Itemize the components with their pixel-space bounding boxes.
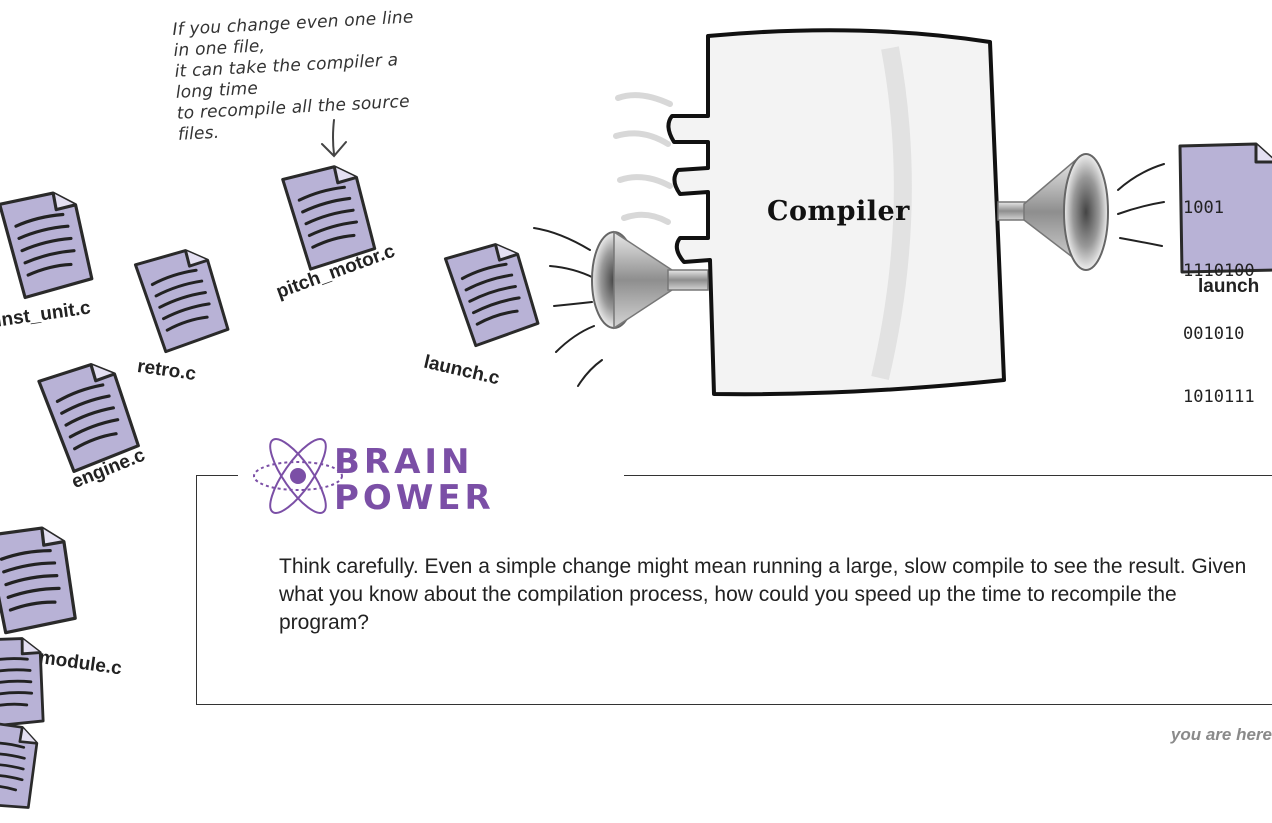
atom-icon [253,438,343,514]
binary-line-4: 1010111 [1183,387,1255,407]
inst-unit-file-icon [0,181,99,303]
brain-power-body: Think carefully. Even a simple change mi… [279,555,1247,634]
input-funnel-icon [591,230,709,330]
brain-power-box [196,475,1272,705]
partial-file-icon-2 [0,716,43,813]
brain-power-title-line-2: POWER [334,478,495,518]
partial-file-icon [0,631,49,731]
input-motion-lines [533,227,603,387]
retro-file-icon [129,238,236,358]
output-funnel-icon [997,153,1109,271]
launch-source-file-label: launch.c [421,351,502,390]
retro-file-label: retro.c [135,355,198,386]
launch-binary-label: launch [1198,276,1260,297]
compile-time-annotation: If you change even one line in one file,… [172,6,438,145]
output-motion-lines [1117,163,1165,247]
binary-line-1: 1001 [1183,198,1224,218]
annotation-arrow-icon [321,119,347,158]
compiler-label: Compiler [767,196,910,227]
module-file-icon [0,517,83,638]
inst-unit-file-label: inst_unit.c [0,297,92,332]
launch-binary-file-icon [1178,142,1272,274]
compiler-box [666,28,1006,397]
binary-line-3: 001010 [1183,324,1245,344]
steam-puffs [613,92,673,225]
you-are-here-label: you are here [1170,725,1272,744]
binary-line-2: 1110100 [1183,261,1255,281]
binary-output: 1001 1110100 001010 1010111 [1183,156,1255,429]
brain-power-title-line-1: BRAIN [334,442,474,482]
